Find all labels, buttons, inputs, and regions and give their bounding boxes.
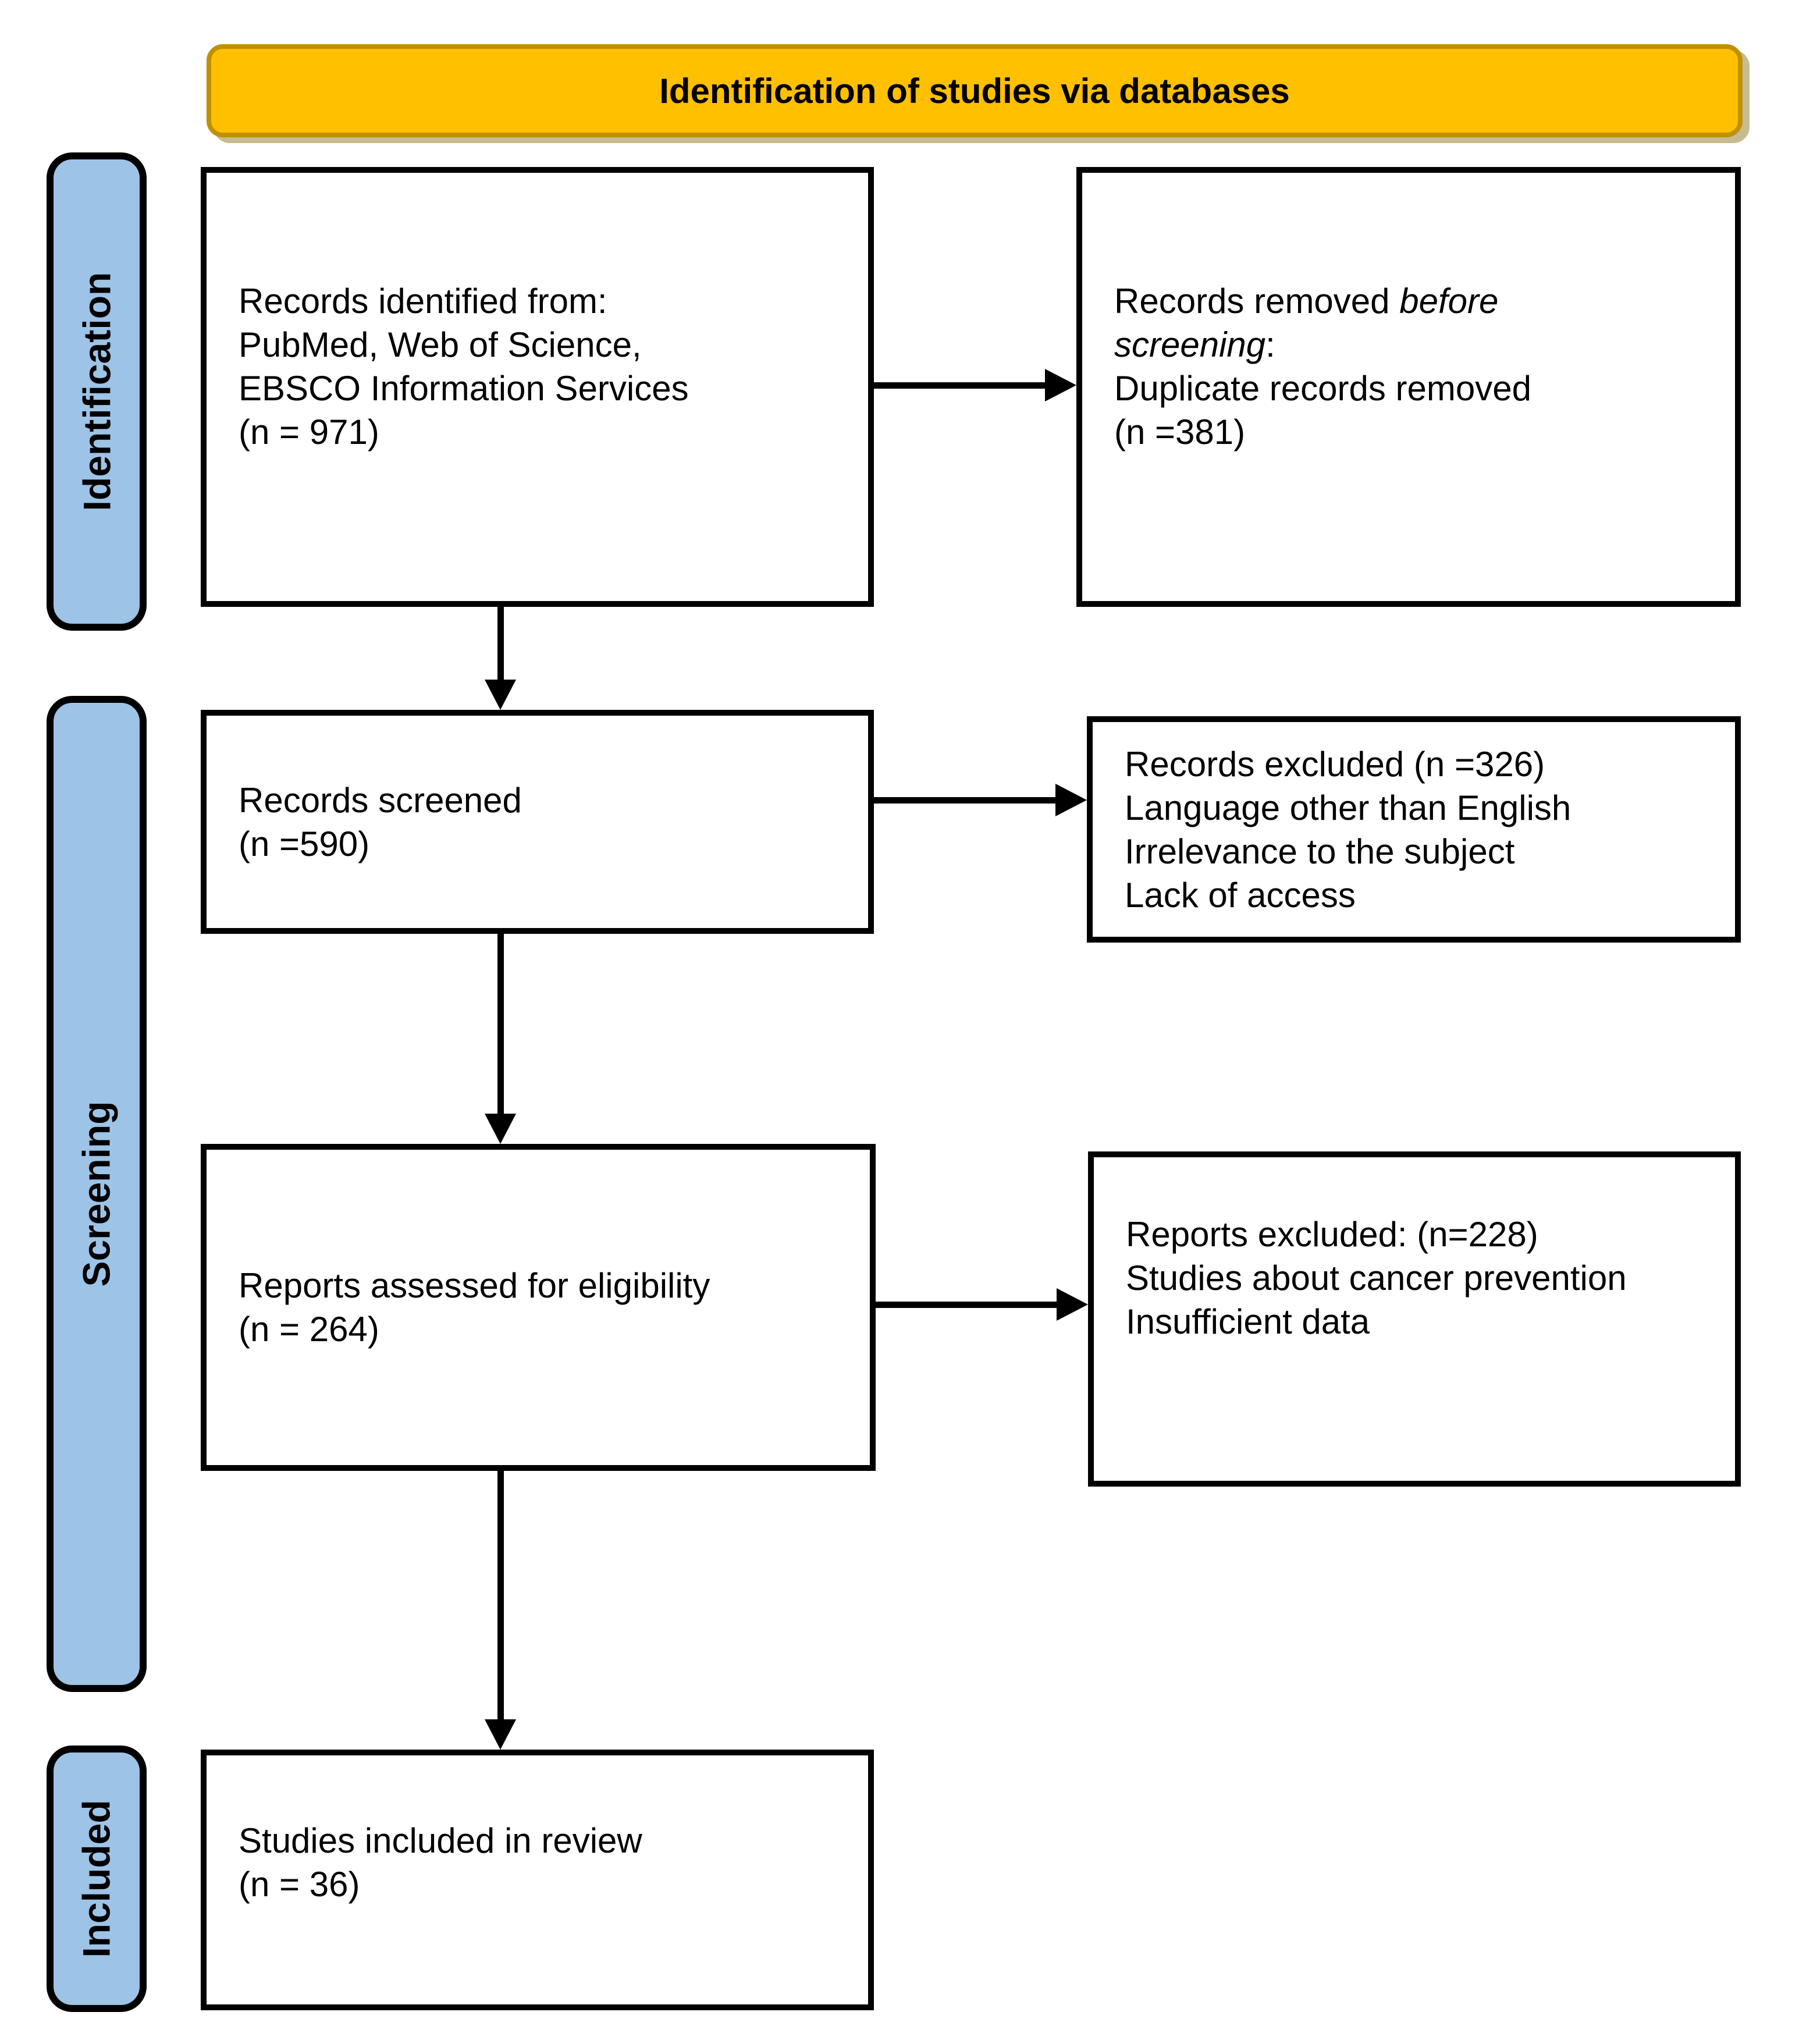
box-studies-included: Studies included in review (n = 36): [201, 1750, 874, 2010]
stage-identification-label: Identification: [75, 272, 119, 511]
arrow-screened-to-excluded-head: [1055, 784, 1087, 816]
stage-included: Included: [47, 1746, 147, 2012]
box-records-excluded-line: Lack of access: [1125, 875, 1356, 915]
arrow-screened-to-assessed-head: [485, 1114, 516, 1144]
box-reports-excluded-line: Studies about cancer prevention: [1126, 1259, 1627, 1298]
arrow-assessed-to-included-head: [485, 1719, 516, 1750]
arrow-assessed-to-excluded-shaft: [876, 1302, 1058, 1308]
box-records-removed: Records removed before screening: Duplic…: [1076, 167, 1741, 607]
box-reports-excluded: Reports excluded: (n=228) Studies about …: [1088, 1151, 1741, 1487]
box-records-excluded: Records excluded (n =326) Language other…: [1087, 716, 1741, 943]
removed-italic-text: before: [1399, 282, 1499, 321]
box-records-identified-line: EBSCO Information Services: [239, 369, 689, 408]
box-records-removed-line: (n =381): [1114, 413, 1246, 452]
arrow-identified-to-removed-shaft: [874, 382, 1048, 389]
box-records-identified-line: Records identified from:: [239, 282, 607, 321]
box-records-screened: Records screened (n =590): [201, 710, 874, 934]
box-records-removed-line: Duplicate records removed: [1114, 369, 1531, 408]
box-records-excluded-line: Records excluded (n =326): [1125, 744, 1545, 784]
box-records-removed-line: screening:: [1114, 323, 1712, 367]
arrow-assessed-to-excluded-head: [1057, 1288, 1088, 1321]
box-studies-included-line: Studies included in review: [239, 1821, 642, 1860]
box-records-removed-line: Records removed before: [1114, 279, 1712, 323]
stage-included-label: Included: [75, 1800, 119, 1958]
removed-colon: :: [1265, 325, 1275, 364]
box-records-screened-line: Records screened: [239, 780, 522, 820]
box-records-identified-line: (n = 971): [239, 413, 379, 452]
arrow-assessed-to-included-shaft: [497, 1471, 504, 1719]
box-reports-assessed-line: (n = 264): [239, 1310, 379, 1349]
box-records-excluded-line: Irrelevance to the subject: [1125, 831, 1515, 871]
box-reports-excluded-line: Reports excluded: (n=228): [1126, 1215, 1538, 1254]
banner: Identification of studies via databases: [207, 44, 1743, 137]
banner-title: Identification of studies via databases: [659, 71, 1290, 111]
box-records-screened-line: (n =590): [239, 824, 370, 863]
box-reports-assessed: Reports assessed for eligibility (n = 26…: [201, 1144, 876, 1471]
removed-regular-text: Records removed: [1114, 282, 1400, 321]
arrow-screened-to-assessed-shaft: [497, 934, 504, 1114]
removed-italic-text: screening: [1114, 325, 1266, 364]
stage-screening: Screening: [47, 696, 147, 1692]
box-reports-excluded-line: Insufficient data: [1126, 1302, 1370, 1341]
box-records-excluded-line: Language other than English: [1125, 788, 1572, 827]
box-reports-assessed-line: Reports assessed for eligibility: [239, 1266, 710, 1305]
box-records-identified-line: PubMed, Web of Science,: [239, 325, 642, 364]
arrow-identified-to-screened-shaft: [497, 607, 504, 680]
box-records-identified: Records identified from: PubMed, Web of …: [201, 167, 874, 607]
box-studies-included-line: (n = 36): [239, 1865, 360, 1904]
arrow-identified-to-removed-head: [1045, 369, 1076, 401]
arrow-screened-to-excluded-shaft: [874, 797, 1057, 804]
arrow-identified-to-screened-head: [485, 680, 516, 710]
stage-identification: Identification: [47, 152, 147, 631]
stage-screening-label: Screening: [75, 1101, 119, 1287]
